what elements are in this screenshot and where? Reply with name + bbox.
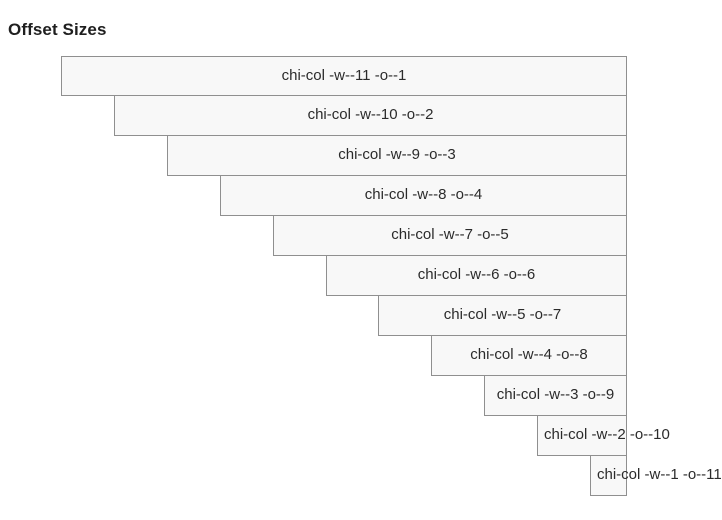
column-w1-o11: chi-col -w--1 -o--11 [590, 456, 722, 496]
grid-row: chi-col -w--10 -o--2 [8, 96, 627, 136]
grid-row: chi-col -w--5 -o--7 [8, 296, 627, 336]
grid-row: chi-col -w--11 -o--1 [8, 56, 627, 96]
grid-row: chi-col -w--6 -o--6 [8, 256, 627, 296]
column-w8-o4: chi-col -w--8 -o--4 [220, 176, 627, 216]
column-w7-o5: chi-col -w--7 -o--5 [273, 216, 627, 256]
grid-row: chi-col -w--7 -o--5 [8, 216, 627, 256]
column-w11-o1: chi-col -w--11 -o--1 [61, 56, 627, 96]
grid-row: chi-col -w--8 -o--4 [8, 176, 627, 216]
column-w10-o2: chi-col -w--10 -o--2 [114, 96, 627, 136]
column-w5-o7: chi-col -w--5 -o--7 [378, 296, 627, 336]
column-w4-o8: chi-col -w--4 -o--8 [431, 336, 627, 376]
section-title: Offset Sizes [8, 20, 107, 39]
grid-row: chi-col -w--2 -o--10 [8, 416, 670, 456]
column-w2-o10: chi-col -w--2 -o--10 [537, 416, 670, 456]
grid-row: chi-col -w--1 -o--11 [8, 456, 722, 496]
grid-row: chi-col -w--4 -o--8 [8, 336, 627, 376]
grid-row: chi-col -w--3 -o--9 [8, 376, 627, 416]
grid-row: chi-col -w--9 -o--3 [8, 136, 627, 176]
column-w9-o3: chi-col -w--9 -o--3 [167, 136, 627, 176]
column-w6-o6: chi-col -w--6 -o--6 [326, 256, 627, 296]
column-w3-o9: chi-col -w--3 -o--9 [484, 376, 627, 416]
offset-grid: chi-col -w--11 -o--1 chi-col -w--10 -o--… [8, 56, 722, 496]
